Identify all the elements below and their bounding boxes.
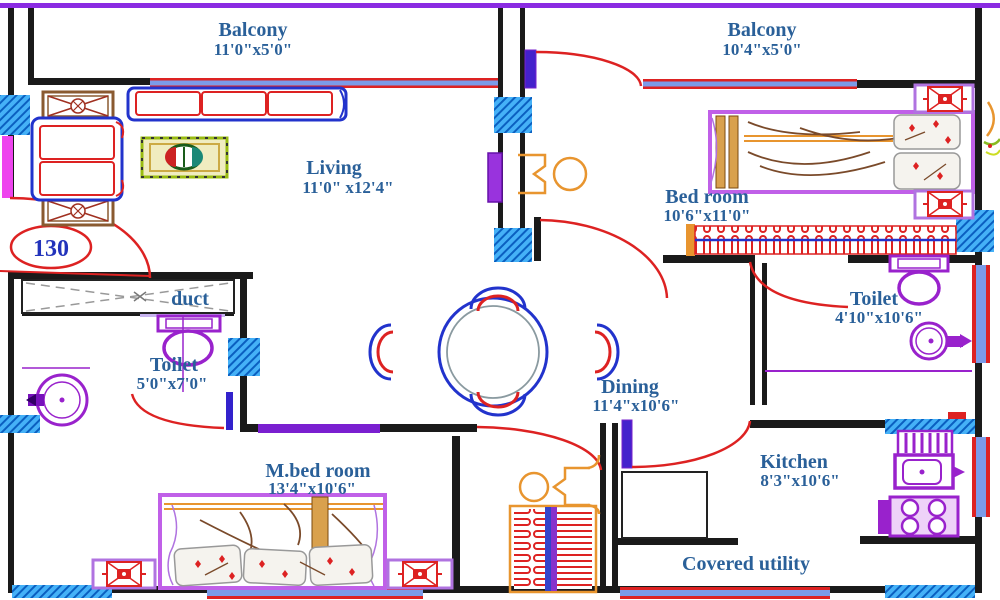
wall-fan-bedroom bbox=[487, 152, 588, 203]
wardrobe-passage bbox=[508, 504, 598, 594]
balcony-left-size: 11'0"x5'0" bbox=[214, 40, 292, 59]
kitchen-door-leaf bbox=[621, 419, 633, 469]
toilet-right-door-arc bbox=[748, 261, 849, 309]
wardrobe-bedroom bbox=[686, 224, 957, 256]
living-furniture bbox=[30, 86, 348, 227]
bedroom-door-arc bbox=[539, 218, 669, 299]
toilet-right-label: Toilet bbox=[850, 288, 898, 310]
dining-size: 11'4"x10'6" bbox=[593, 396, 680, 415]
magenta-strip-living-west bbox=[2, 136, 13, 198]
dining-chair bbox=[593, 323, 620, 381]
hatch-window-centre-mid bbox=[494, 228, 532, 262]
toilet-left-door-arc bbox=[130, 393, 225, 430]
kitchen-counter bbox=[621, 471, 708, 539]
side-table-top bbox=[41, 90, 115, 122]
washbasin bbox=[909, 321, 972, 361]
dining-label: Dining bbox=[601, 376, 659, 398]
french-window-bedroom-balcony bbox=[643, 79, 857, 89]
ceiling-fan-icon bbox=[397, 561, 443, 587]
duct-area bbox=[21, 279, 235, 314]
toilet-right-size: 4'10"x10'6" bbox=[835, 308, 923, 327]
balcony-door-arc bbox=[535, 50, 643, 87]
bed-pillows bbox=[173, 544, 374, 587]
bedroom-size: 10'6"x11'0" bbox=[664, 206, 751, 225]
hatch-window-bottom-left bbox=[12, 585, 112, 598]
dining-chair bbox=[368, 323, 395, 381]
dining-table bbox=[437, 296, 549, 408]
living-size: 11'0" x12'4" bbox=[302, 178, 393, 197]
kitchen-size: 8'3"x10'6" bbox=[760, 471, 839, 490]
sofa-two-seat bbox=[30, 116, 125, 202]
hatch-window-mbed-west bbox=[0, 415, 40, 433]
covered-utility-label: Covered utility bbox=[682, 553, 810, 575]
hatch-window-bottom-right bbox=[885, 585, 975, 598]
balcony-left-label: Balcony bbox=[219, 19, 288, 41]
kitchen-sink bbox=[893, 429, 965, 490]
mbedroom-label: M.bed room bbox=[265, 460, 371, 482]
toilet-wc bbox=[888, 254, 950, 306]
bedroom-furniture bbox=[487, 83, 975, 256]
mbedroom-size: 13'4"x10'6" bbox=[268, 479, 356, 498]
wall-fan-passage bbox=[518, 454, 601, 515]
kitchen-door-arc bbox=[631, 420, 752, 469]
toilet-right-fixtures bbox=[765, 254, 972, 372]
french-window-kitchen-right bbox=[972, 437, 990, 517]
toilet-wc bbox=[156, 314, 222, 367]
hatch-window-living-west bbox=[0, 95, 30, 135]
kitchen-fixtures bbox=[621, 429, 965, 539]
hatch-window-toilet-left bbox=[228, 338, 260, 376]
balcony-plant-icon bbox=[983, 101, 1000, 156]
balcony-right-label: Balcony bbox=[728, 19, 797, 41]
dining-set bbox=[368, 286, 620, 417]
toilet-left-door-leaf bbox=[226, 392, 233, 430]
mbed-furniture bbox=[91, 454, 601, 594]
duct-label: duct bbox=[171, 288, 209, 310]
bedroom-label: Bed room bbox=[665, 186, 749, 208]
bed-pillows bbox=[893, 114, 961, 190]
toilet-left-fixtures bbox=[22, 314, 222, 427]
windows bbox=[0, 78, 994, 599]
door-number: 130 bbox=[33, 236, 69, 262]
toilet-left-size: 5'0"x7'0" bbox=[137, 374, 208, 393]
mbed-door-arc bbox=[476, 425, 603, 471]
room-labels: Balcony 11'0"x5'0" Balcony 10'4"x5'0" Li… bbox=[33, 19, 923, 575]
balcony-door-leaf bbox=[524, 49, 537, 89]
kitchen-stove bbox=[878, 495, 960, 538]
living-label: Living bbox=[306, 157, 362, 179]
washbasin bbox=[26, 373, 89, 427]
ceiling-fan-icon bbox=[101, 561, 147, 587]
toilet-left-label: Toilet bbox=[150, 354, 198, 376]
kitchen-label: Kitchen bbox=[760, 451, 828, 473]
balcony-right-size: 10'4"x5'0" bbox=[722, 40, 801, 59]
hatch-window-centre-top bbox=[494, 97, 532, 133]
sofa-three-seat bbox=[126, 86, 348, 122]
rug bbox=[140, 136, 229, 179]
french-window-utility-bottom bbox=[620, 587, 830, 599]
ceiling-fan-icon bbox=[922, 191, 968, 217]
french-window-toilet-right bbox=[972, 265, 990, 363]
ceiling-fan-icon bbox=[922, 86, 968, 112]
